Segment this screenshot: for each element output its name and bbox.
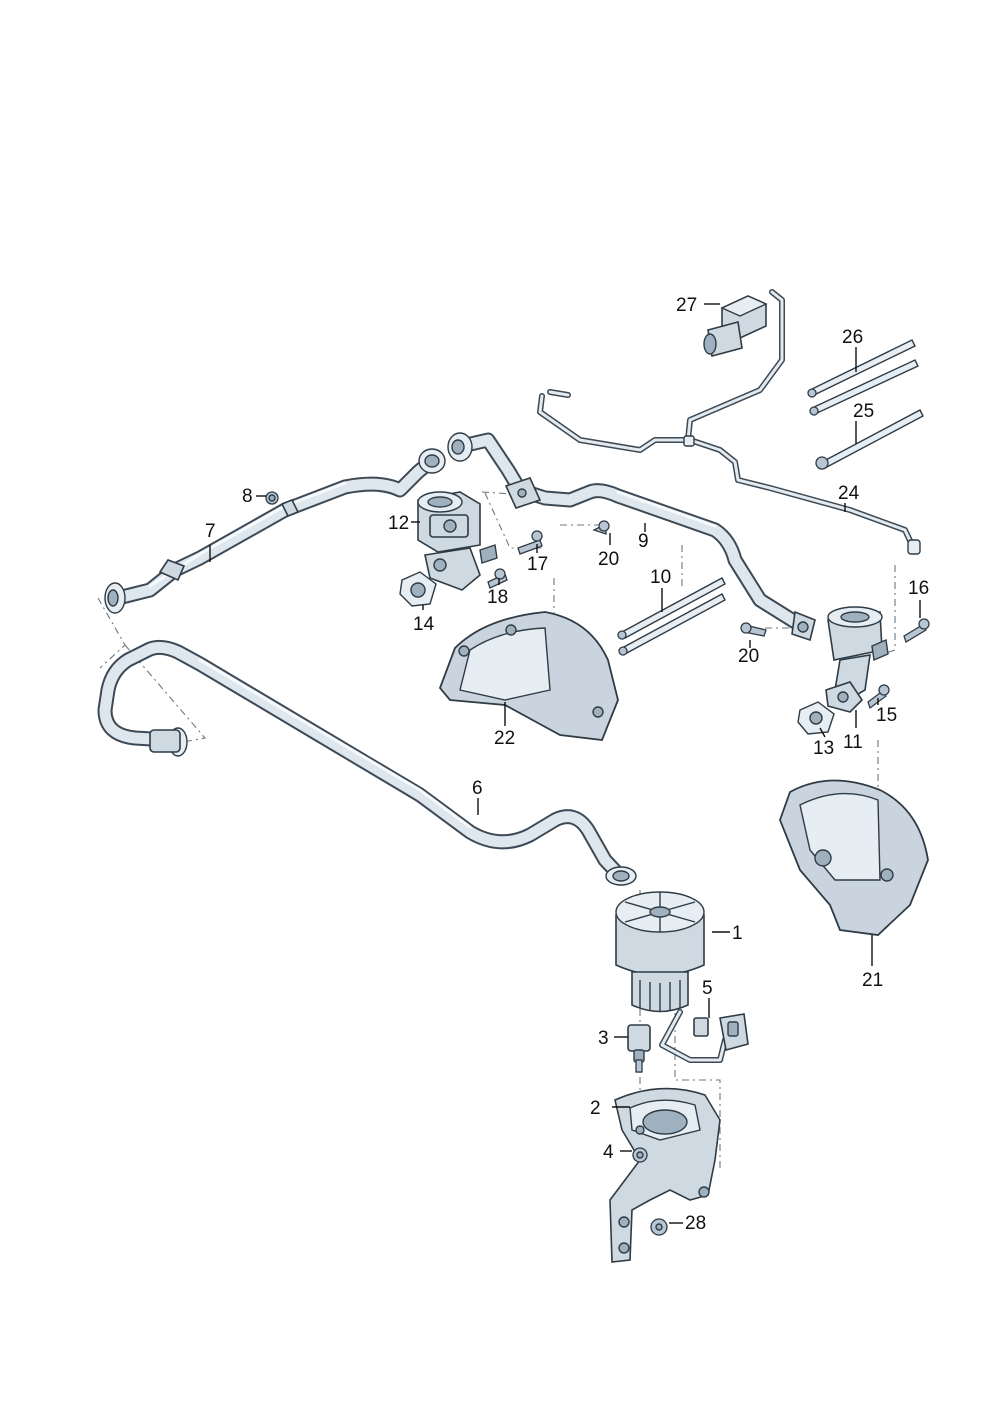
bolts — [265, 491, 930, 710]
air-pump-1 — [615, 891, 705, 1013]
bracket-2 — [609, 1087, 721, 1263]
gasket-14 — [399, 571, 437, 607]
callout-15: 15 — [876, 705, 897, 726]
callout-20-lower: 20 — [738, 646, 759, 667]
callout-labels: 1 2 3 4 5 6 7 8 9 10 11 12 13 14 15 16 1… — [205, 295, 929, 1234]
vacuum-line-24 — [537, 289, 921, 555]
callout-5: 5 — [702, 978, 713, 999]
nuts — [632, 1147, 668, 1236]
callout-2: 2 — [590, 1098, 601, 1119]
callout-12: 12 — [388, 513, 409, 534]
valve-12 — [417, 491, 498, 591]
callout-27: 27 — [676, 295, 697, 316]
callout-3: 3 — [598, 1028, 609, 1049]
callout-9: 9 — [638, 531, 649, 552]
hose-7 — [104, 448, 446, 614]
cable-ties-10 — [617, 577, 726, 656]
callout-13: 13 — [813, 738, 834, 759]
callout-22: 22 — [494, 728, 515, 749]
leader-lines — [209, 303, 921, 1224]
callout-26: 26 — [842, 327, 863, 348]
cable-ties-25-26 — [807, 339, 924, 470]
callout-24: 24 — [838, 483, 860, 504]
callout-10: 10 — [650, 567, 671, 588]
callout-18: 18 — [487, 587, 508, 608]
callout-16: 16 — [908, 578, 929, 599]
valve-27 — [703, 295, 768, 358]
wiring-5 — [659, 1009, 749, 1063]
callout-4: 4 — [603, 1142, 614, 1163]
callout-20-upper: 20 — [598, 549, 619, 570]
callout-14: 14 — [413, 614, 435, 635]
callout-11: 11 — [843, 732, 863, 753]
hose-9 — [447, 432, 816, 642]
callout-28: 28 — [685, 1213, 706, 1234]
heat-shield-21 — [779, 779, 929, 936]
callout-21: 21 — [862, 970, 883, 991]
callout-6: 6 — [472, 778, 483, 799]
heat-shield-22 — [438, 611, 619, 741]
callout-1: 1 — [732, 923, 743, 944]
callout-17: 17 — [527, 554, 548, 575]
callout-7: 7 — [205, 521, 216, 542]
hose-6 — [97, 639, 637, 886]
valve-11 — [825, 606, 889, 713]
sensor-3 — [627, 1024, 651, 1073]
gasket-13 — [797, 701, 835, 735]
callout-25: 25 — [853, 401, 874, 422]
callout-8: 8 — [242, 486, 253, 507]
